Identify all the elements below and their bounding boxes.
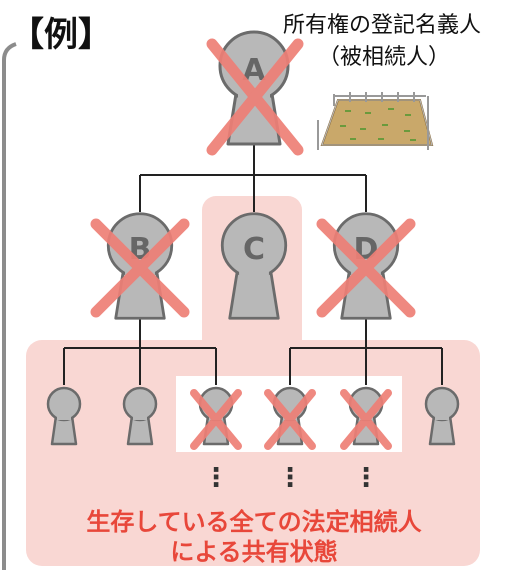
heir-person-icon: [424, 386, 460, 446]
deceased-x-icon: [206, 38, 304, 156]
example-label: 【例】: [10, 15, 112, 55]
heir-person-icon: [122, 386, 158, 446]
small-x-marks: [190, 389, 392, 450]
heir-person-icon: [46, 386, 82, 446]
deceased-x-icon: [316, 218, 416, 318]
deceased-x-icon: [90, 218, 190, 318]
ellipsis-1: ⋮: [203, 463, 229, 493]
node-label-c: C: [243, 232, 265, 267]
ellipsis-3: ⋮: [353, 463, 379, 493]
person-d: D: [316, 212, 416, 320]
ellipsis-2: ⋮: [277, 463, 303, 493]
conclusion-line2: による共有状態: [170, 538, 337, 566]
owner-label-line2: （被相続人）: [318, 45, 450, 70]
land-plot-icon: [317, 92, 434, 150]
owner-label-line1: 所有権の登記名義人: [283, 13, 481, 38]
frame-border: [2, 42, 17, 570]
person-c: C: [220, 212, 288, 320]
tree-lines: [63, 140, 443, 385]
person-a: A: [206, 30, 304, 156]
person-b: B: [90, 212, 190, 320]
conclusion-line1: 生存している全ての法定相続人: [86, 508, 421, 536]
